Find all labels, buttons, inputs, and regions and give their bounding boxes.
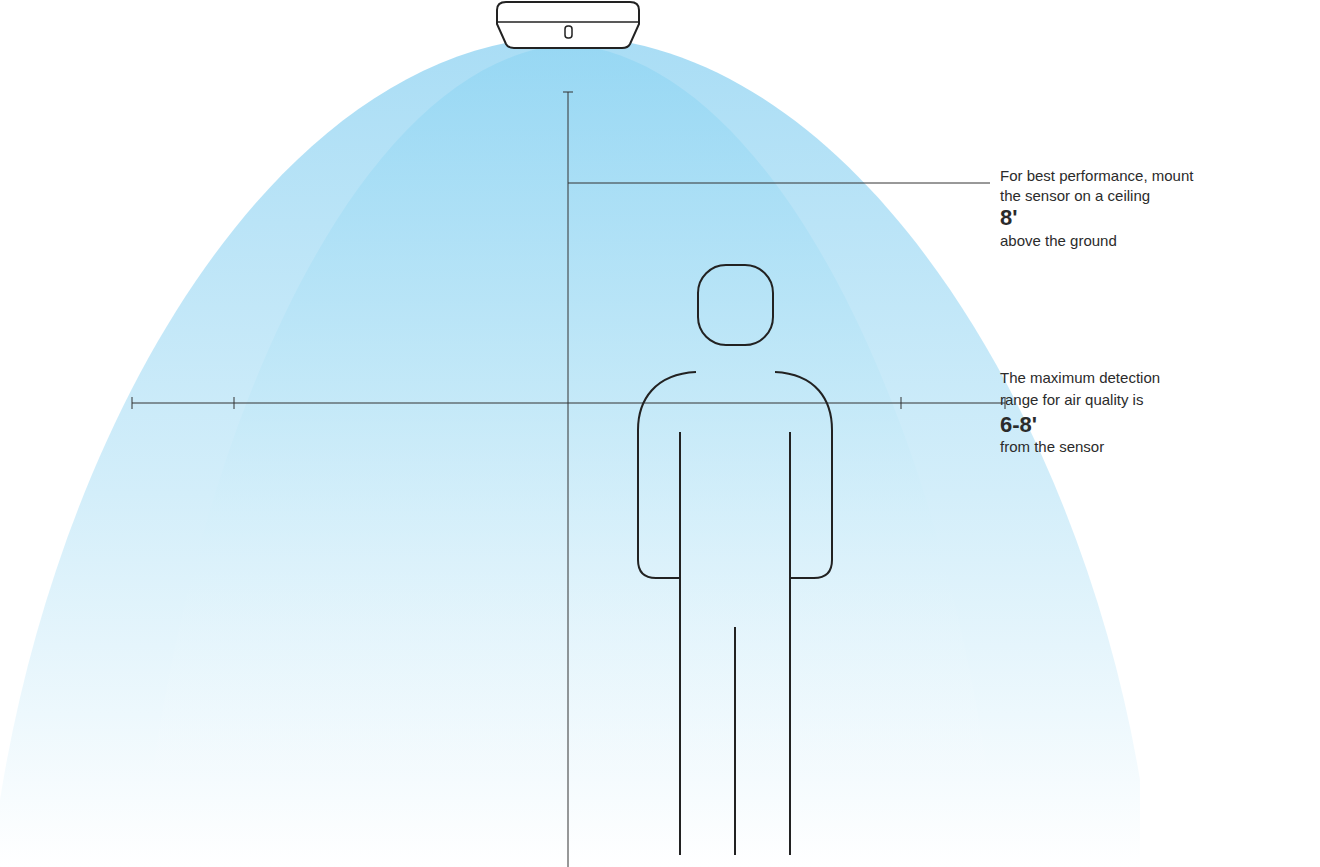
callout-note: from the sensor [1000, 437, 1215, 457]
dimension-value: 8' [1000, 206, 1200, 230]
range-axis [132, 397, 1005, 409]
person-figure [638, 265, 832, 855]
height-axis [563, 92, 573, 867]
callout-note: For best performance, mount the sensor o… [1000, 166, 1215, 206]
sensor-device [497, 2, 639, 48]
callout-note: The maximum detection range for air qual… [1000, 367, 1190, 411]
detection-cone-outer [0, 36, 1140, 867]
callout-note: above the ground [1000, 231, 1215, 251]
dimension-value: 6-8' [1000, 413, 1200, 437]
leader-line [568, 183, 990, 184]
detection-cone-inner [150, 44, 990, 790]
